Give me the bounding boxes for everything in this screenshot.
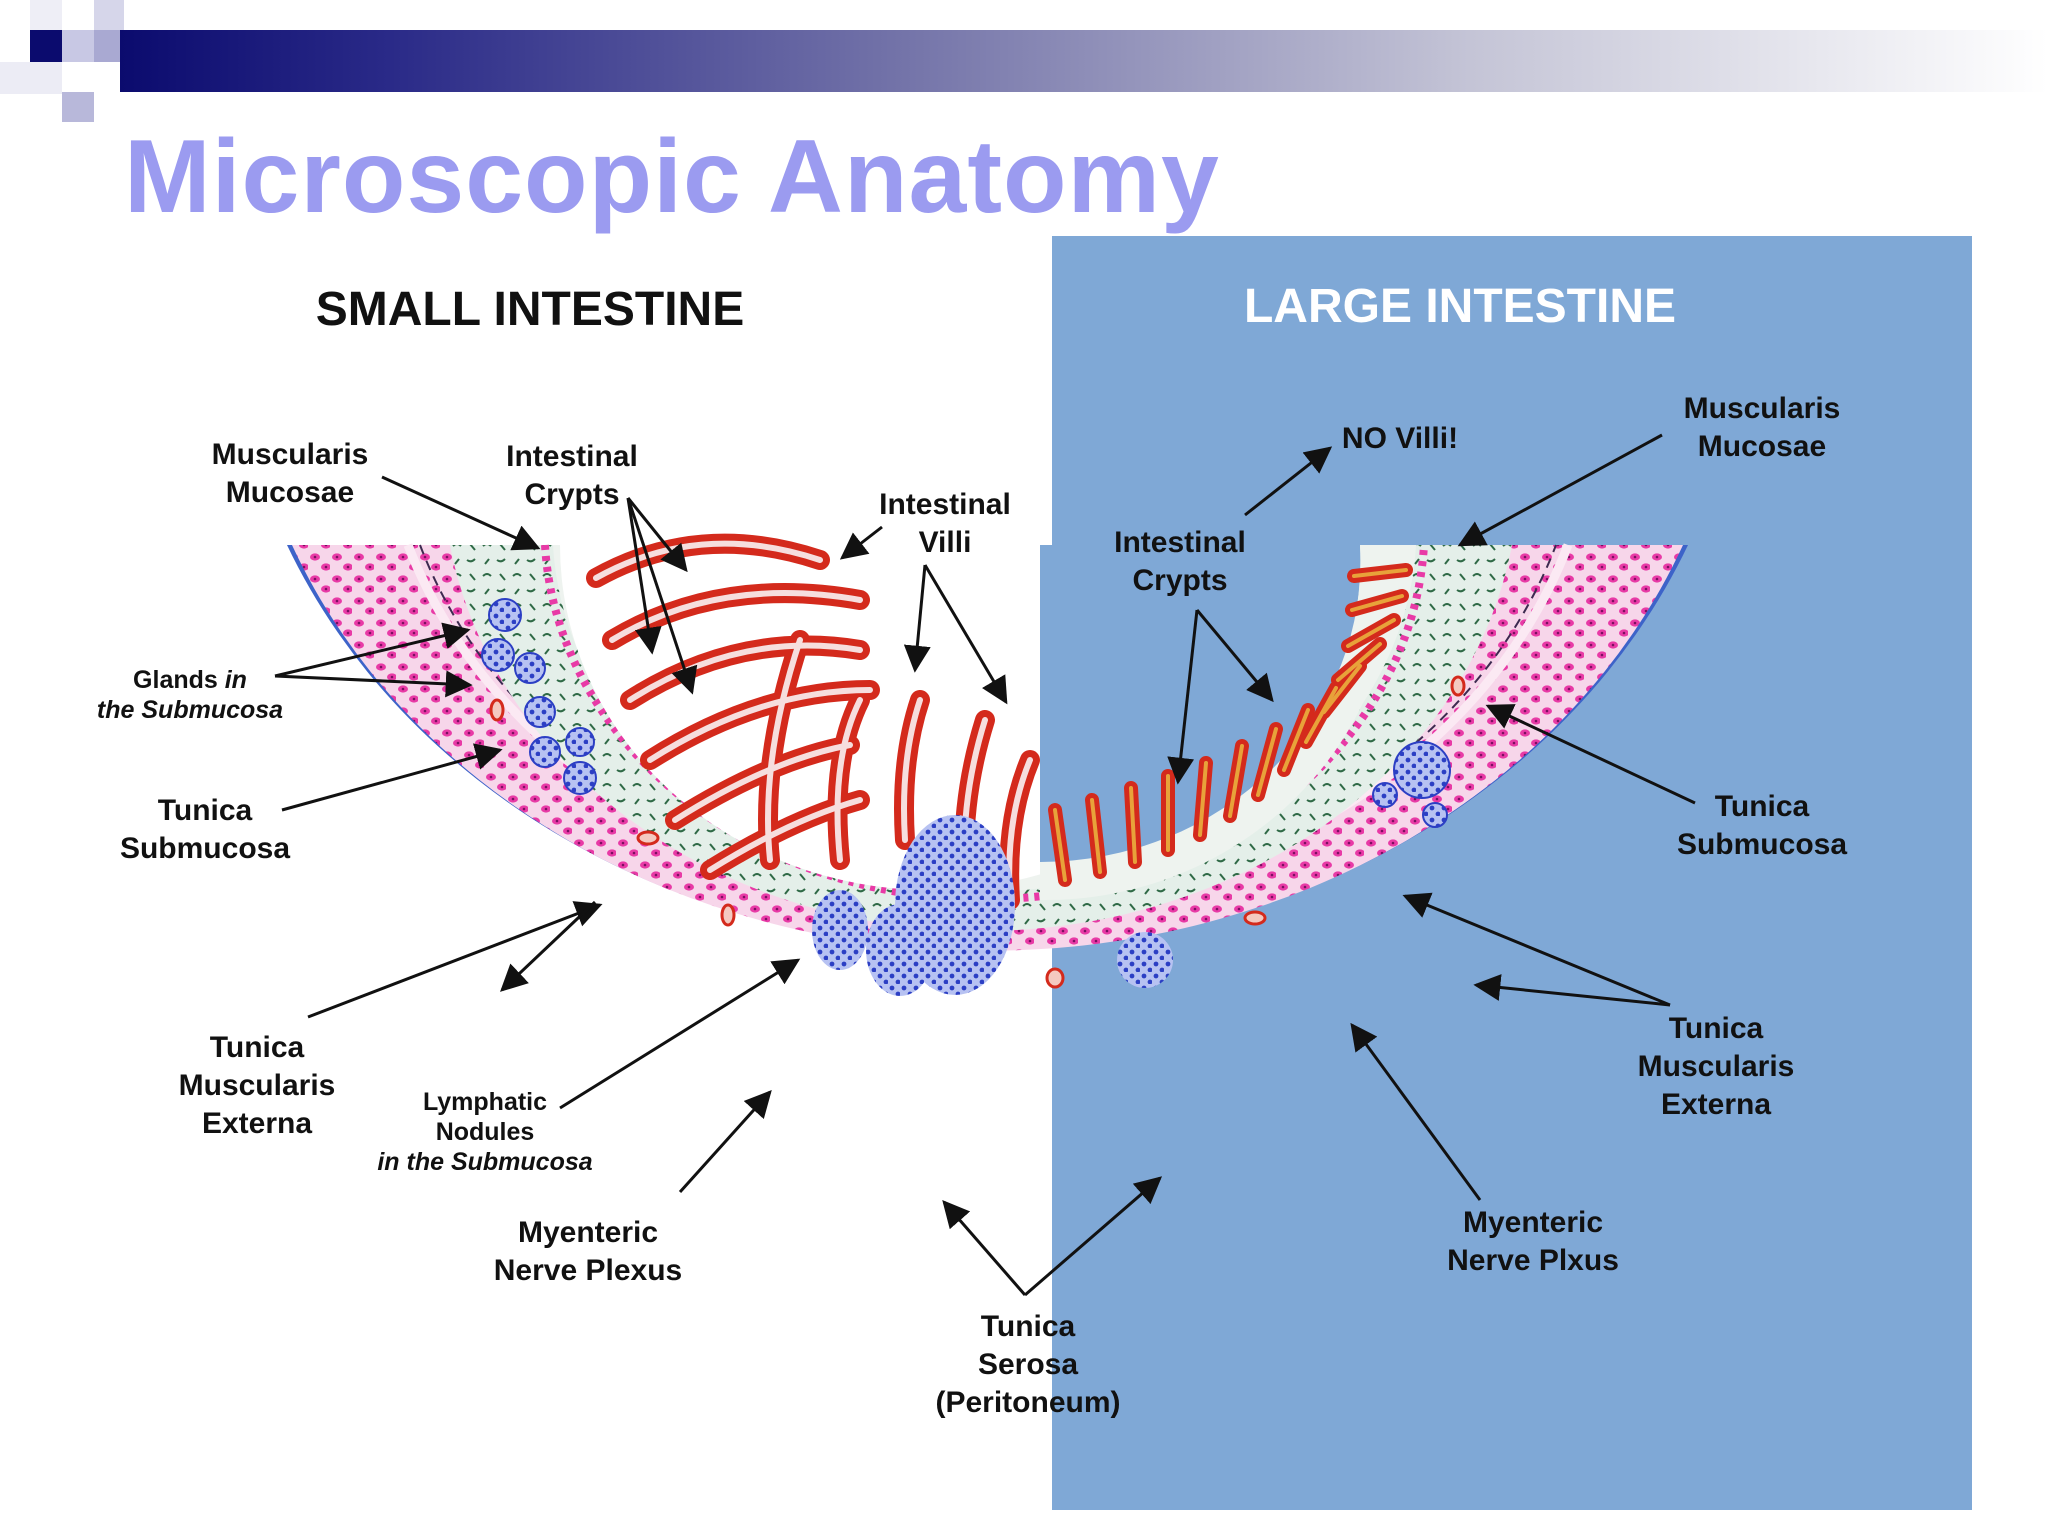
header-square-light xyxy=(30,0,62,30)
label-li-intestinal-crypts: Intestinal Crypts xyxy=(1114,526,1246,597)
svg-text:Tunica: Tunica xyxy=(1715,790,1810,823)
submucosal-glands xyxy=(481,598,1451,828)
svg-text:Lymphatic: Lymphatic xyxy=(423,1088,547,1116)
svg-text:Muscularis: Muscularis xyxy=(179,1069,336,1102)
svg-text:Tunica: Tunica xyxy=(1669,1012,1764,1045)
svg-text:Submucosa: Submucosa xyxy=(1677,828,1847,861)
svg-text:Externa: Externa xyxy=(202,1107,312,1140)
svg-text:Tunica: Tunica xyxy=(210,1031,305,1064)
label-li-myenteric-nerve-plexus: Myenteric Nerve Plxus xyxy=(1447,1206,1619,1277)
svg-text:Muscularis: Muscularis xyxy=(1684,392,1841,425)
blood-vessels xyxy=(489,675,1466,989)
leader-arrows xyxy=(274,433,1696,1297)
label-si-glands-in-submucosa: Glands in the Submucosa xyxy=(97,666,283,724)
label-li-muscularis-mucosae: Muscularis Mucosae xyxy=(1684,392,1841,463)
svg-text:Intestinal: Intestinal xyxy=(879,488,1011,521)
label-si-tunica-muscularis-externa: Tunica Muscularis Externa xyxy=(179,1031,336,1140)
svg-text:in the Submucosa: in the Submucosa xyxy=(377,1148,592,1176)
header-square-light xyxy=(94,0,124,30)
svg-text:Mucosae: Mucosae xyxy=(1698,430,1826,463)
header-square-dark xyxy=(30,30,62,62)
label-si-myenteric-nerve-plexus: Myenteric Nerve Plexus xyxy=(494,1216,682,1287)
svg-text:NO Villi!: NO Villi! xyxy=(1342,422,1458,455)
lymphatic-nodules xyxy=(812,815,1173,996)
svg-text:Muscularis: Muscularis xyxy=(212,438,369,471)
label-li-tunica-muscularis-externa: Tunica Muscularis Externa xyxy=(1638,1012,1795,1121)
label-si-intestinal-villi: Intestinal Villi xyxy=(879,488,1011,559)
svg-text:Muscularis: Muscularis xyxy=(1638,1050,1795,1083)
svg-text:Villi: Villi xyxy=(919,526,972,559)
label-si-intestinal-crypts: Intestinal Crypts xyxy=(506,440,638,511)
svg-text:Myenteric: Myenteric xyxy=(518,1216,658,1249)
header-square-mid xyxy=(62,92,94,122)
small-intestine-villi xyxy=(586,533,1040,910)
header-square-light xyxy=(62,30,94,62)
header-square-mid xyxy=(94,30,120,62)
label-si-tunica-submucosa: Tunica Submucosa xyxy=(120,794,290,865)
svg-text:Nodules: Nodules xyxy=(436,1118,535,1146)
svg-text:Nerve Plxus: Nerve Plxus xyxy=(1447,1244,1619,1277)
svg-text:Crypts: Crypts xyxy=(1132,564,1227,597)
small-intestine-heading: SMALL INTESTINE xyxy=(316,283,744,336)
svg-text:(Peritoneum): (Peritoneum) xyxy=(935,1386,1120,1419)
label-li-no-villi: NO Villi! xyxy=(1342,422,1458,455)
header-gradient-bar xyxy=(120,30,2048,92)
lumen xyxy=(560,545,1052,890)
label-si-lymphatic-nodules: Lymphatic Nodules in the Submucosa xyxy=(377,1088,592,1176)
large-intestine-crypts xyxy=(1048,563,1413,887)
svg-text:Intestinal: Intestinal xyxy=(506,440,638,473)
large-intestine-heading: LARGE INTESTINE xyxy=(1244,280,1676,333)
svg-text:Nerve Plexus: Nerve Plexus xyxy=(494,1254,682,1287)
svg-text:Submucosa: Submucosa xyxy=(120,832,290,865)
svg-text:Tunica: Tunica xyxy=(981,1310,1076,1343)
svg-text:Externa: Externa xyxy=(1661,1088,1771,1121)
header-square-light xyxy=(0,62,62,94)
lumen-right xyxy=(1040,545,1361,890)
svg-text:Intestinal: Intestinal xyxy=(1114,526,1246,559)
label-li-tunica-submucosa: Tunica Submucosa xyxy=(1677,790,1847,861)
svg-text:Myenteric: Myenteric xyxy=(1463,1206,1603,1239)
label-si-muscularis-mucosae: Muscularis Mucosae xyxy=(212,438,369,509)
svg-text:the Submucosa: the Submucosa xyxy=(97,696,283,724)
svg-text:Mucosae: Mucosae xyxy=(226,476,354,509)
slide-title: Microscopic Anatomy xyxy=(124,119,1220,235)
svg-text:Tunica: Tunica xyxy=(158,794,253,827)
svg-text:Serosa: Serosa xyxy=(978,1348,1078,1381)
svg-text:Glands in: Glands in xyxy=(133,666,247,694)
label-tunica-serosa: Tunica Serosa (Peritoneum) xyxy=(935,1310,1120,1419)
svg-text:Crypts: Crypts xyxy=(524,478,619,511)
